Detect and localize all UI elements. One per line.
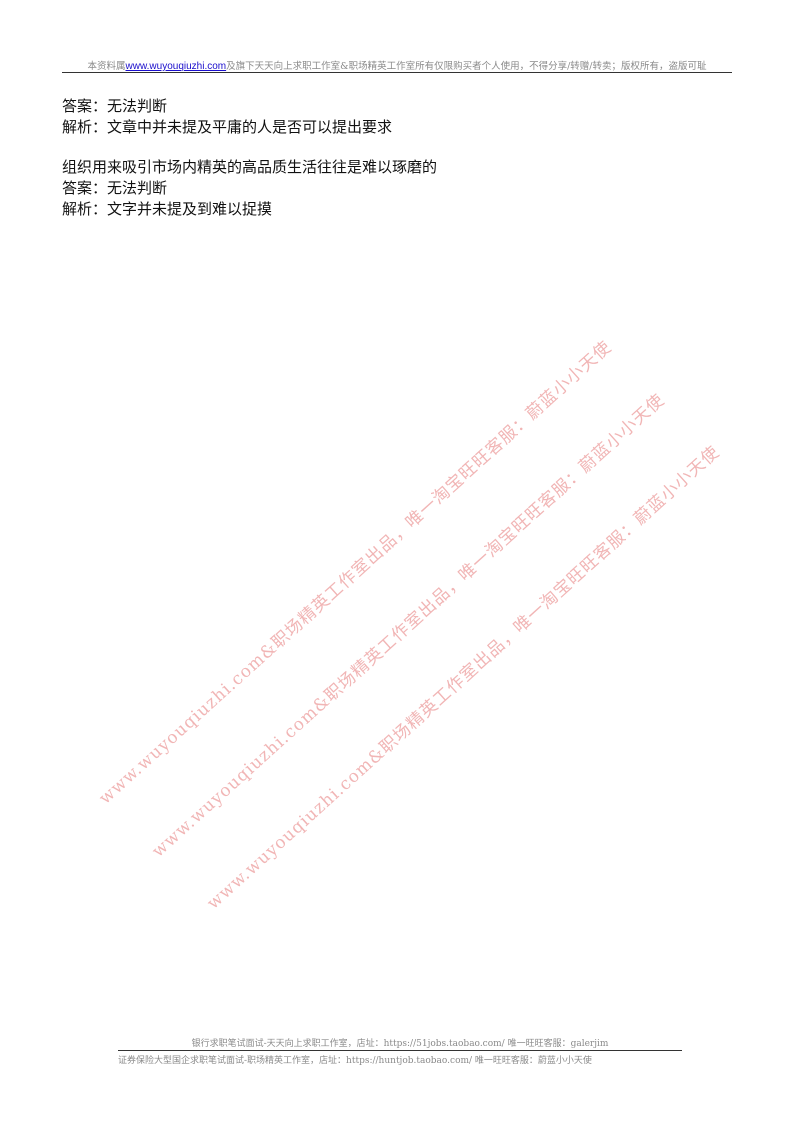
analysis-1: 解析：文章中并未提及平庸的人是否可以提出要求 — [62, 118, 393, 136]
footer-line-2: 证券保险大型国企求职笔试面试-职场精英工作室，店址：https://huntjo… — [118, 1056, 592, 1066]
paragraph-gap — [62, 138, 742, 157]
analysis-2: 解析：文字并未提及到难以捉摸 — [62, 200, 273, 218]
answer-2: 答案：无法判断 — [62, 179, 168, 197]
header-prefix: 本资料属 — [87, 61, 126, 72]
question-2: 组织用来吸引市场内精英的高品质生活往往是难以琢磨的 — [62, 158, 438, 176]
answer-1: 答案：无法判断 — [62, 97, 168, 115]
watermark-line-1: www.wuyouqiuzhi.com&职场精英工作室出品，唯一淘宝旺旺客服：蔚… — [95, 337, 616, 809]
watermark-line-2: www.wuyouqiuzhi.com&职场精英工作室出品，唯一淘宝旺旺客服：蔚… — [148, 390, 669, 862]
header-divider — [62, 72, 732, 73]
page-header: 本资料属www.wuyouqiuzhi.com及旗下天天向上求职工作室&职场精英… — [62, 58, 732, 72]
header-suffix: 及旗下天天向上求职工作室&职场精英工作室所有仅限购买者个人使用，不得分享/转赠/… — [226, 61, 707, 72]
footer-line-1: 银行求职笔试面试-天天向上求职工作室，店址：https://51jobs.tao… — [191, 1039, 609, 1049]
document-body: 答案：无法判断 解析：文章中并未提及平庸的人是否可以提出要求 组织用来吸引市场内… — [62, 96, 742, 220]
footer-divider — [118, 1050, 682, 1051]
header-link[interactable]: www.wuyouqiuzhi.com — [125, 61, 227, 72]
watermark-line-3: www.wuyouqiuzhi.com&职场精英工作室出品，唯一淘宝旺旺客服：蔚… — [203, 442, 724, 914]
